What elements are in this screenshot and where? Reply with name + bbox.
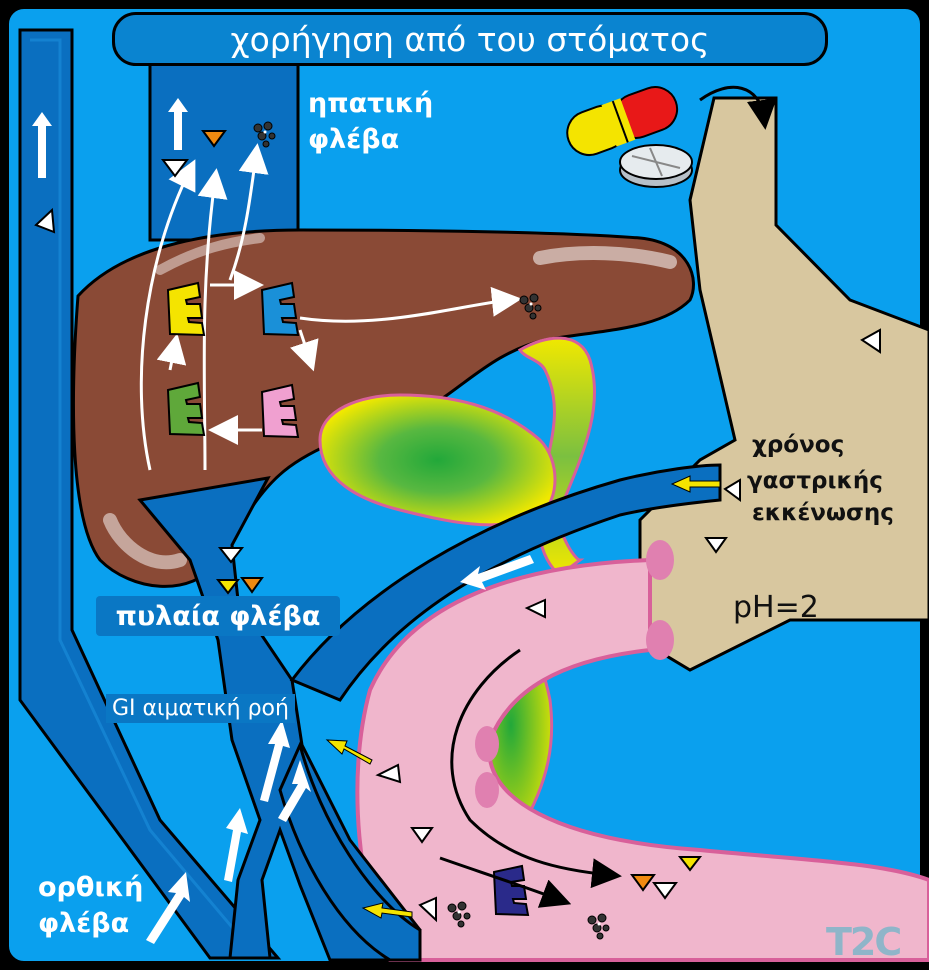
hepatic-vein-label-line2: φλέβα xyxy=(308,124,399,155)
gastric-emptying-label-line3: εκκένωσης xyxy=(752,500,894,526)
hepatic-vein-label-line1: ηπατική xyxy=(308,88,433,119)
rectal-vein-label-line1: ορθική xyxy=(38,872,143,903)
gi-blood-flow-label: GI αιματική ροή xyxy=(106,694,295,723)
rectal-vein-label-line2: φλέβα xyxy=(38,908,129,939)
page-title: χορήγηση από του στόματος xyxy=(112,12,828,66)
logo: T2C xyxy=(826,920,900,964)
ph-label: pH=2 xyxy=(733,590,819,625)
portal-vein-label: πυλαία φλέβα xyxy=(96,596,340,636)
tablet-icon xyxy=(620,145,692,187)
gastric-emptying-label-line1: χρόνος xyxy=(752,432,844,458)
gastric-emptying-label-line2: γαστρικής xyxy=(747,468,883,494)
